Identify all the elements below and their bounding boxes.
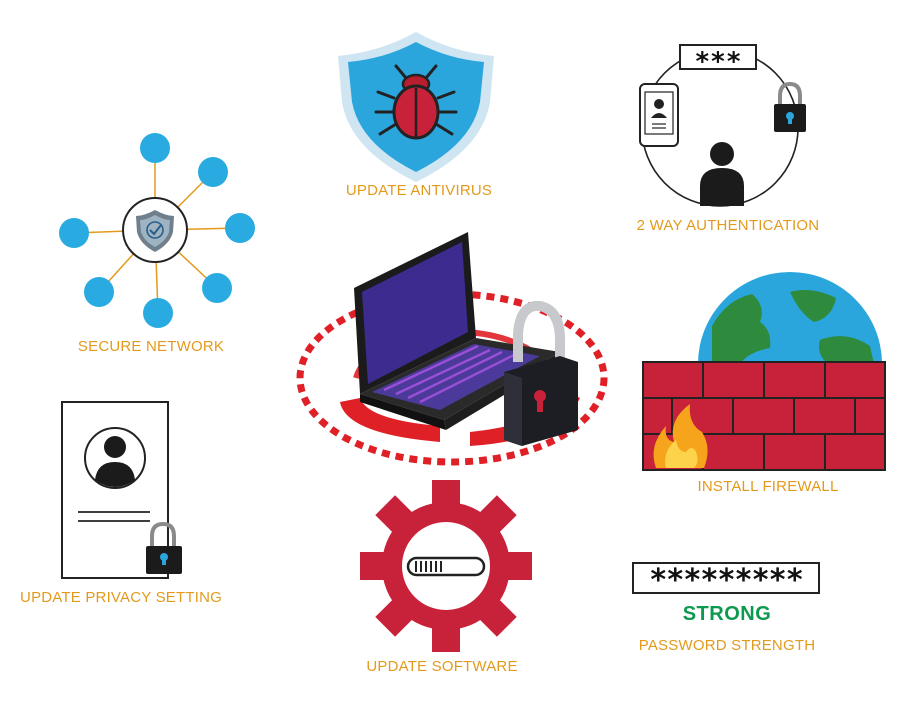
- label-password-strength: PASSWORD STRENGTH: [638, 637, 816, 654]
- network-shield-icon: [59, 133, 255, 328]
- password-field-icon: *********: [632, 562, 820, 594]
- label-update-privacy-setting: UPDATE PRIVACY SETTING: [20, 589, 222, 606]
- label-update-software: UPDATE SOFTWARE: [366, 658, 518, 675]
- gear-progress-icon: [360, 480, 532, 652]
- globe-firewall-icon: [642, 272, 886, 471]
- auth-code-field: ***: [679, 44, 757, 70]
- password-strength-value: STRONG: [682, 603, 772, 625]
- label-secure-network: SECURE NETWORK: [77, 338, 225, 355]
- label-update-antivirus: UPDATE ANTIVIRUS: [345, 182, 493, 199]
- label-install-firewall: INSTALL FIREWALL: [697, 478, 839, 495]
- auth-cycle-icon: [639, 49, 806, 207]
- shield-bug-icon: [338, 32, 494, 182]
- label-2-way-authentication: 2 WAY AUTHENTICATION: [636, 217, 820, 234]
- laptop-lock-icon: [296, 232, 608, 466]
- profile-document-icon: [61, 401, 182, 579]
